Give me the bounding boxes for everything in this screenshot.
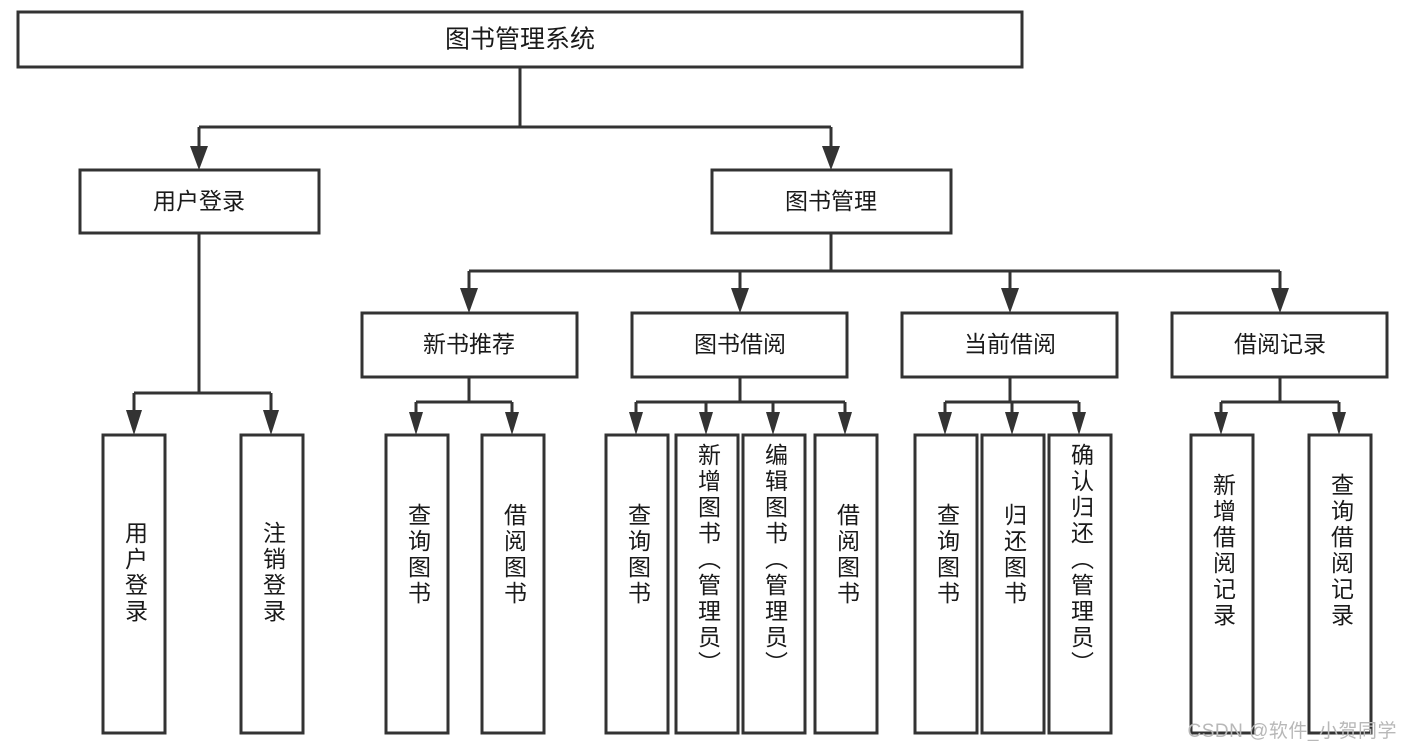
node-leaf-query-book-1-box[interactable]	[384, 433, 450, 735]
arrow-head-icon	[1271, 288, 1289, 313]
node-book-management-label: 图书管理	[785, 188, 877, 214]
arrow-head-icon	[731, 288, 749, 313]
arrow-head-icon	[938, 412, 952, 435]
arrow-head-icon	[822, 146, 840, 170]
nodes-layer: 图书管理系统 用户登录 图书管理 新书推荐 图书借阅 当前借阅 借阅记录	[16, 10, 1389, 735]
arrow-head-icon	[190, 146, 208, 170]
node-new-book-recommend-label: 新书推荐	[423, 331, 515, 357]
arrow-head-icon	[1072, 412, 1086, 435]
node-leaf-query-borrow-record-box[interactable]	[1307, 433, 1373, 735]
node-leaf-borrow-book-2-box[interactable]	[813, 433, 879, 735]
node-leaf-query-book-3-box[interactable]	[913, 433, 979, 735]
node-leaf-return-book-box[interactable]	[980, 433, 1046, 735]
arrow-head-icon	[126, 410, 142, 435]
arrow-head-icon	[699, 412, 713, 435]
arrow-head-icon	[460, 288, 478, 313]
node-book-borrow-box[interactable]	[630, 311, 849, 379]
node-title-label: 图书管理系统	[445, 26, 595, 54]
node-leaf-add-book-admin-box[interactable]	[674, 433, 740, 735]
node-borrow-record-box[interactable]	[1170, 311, 1389, 379]
arrow-head-icon	[263, 410, 279, 435]
node-current-borrow-label: 当前借阅	[964, 331, 1056, 357]
node-current-borrow-box[interactable]	[900, 311, 1119, 379]
arrow-head-icon	[1332, 412, 1346, 435]
arrow-head-icon	[766, 412, 780, 435]
node-leaf-query-book-2-box[interactable]	[604, 433, 670, 735]
node-leaf-borrow-book-1-box[interactable]	[480, 433, 546, 735]
node-title-box[interactable]	[16, 10, 1024, 69]
node-book-management-box[interactable]	[710, 168, 953, 235]
node-user-login-label: 用户登录	[153, 188, 245, 214]
node-new-book-recommend-box[interactable]	[360, 311, 579, 379]
node-book-borrow-label: 图书借阅	[694, 331, 786, 357]
csdn-watermark: CSDN @软件_小贺同学	[1187, 721, 1397, 742]
node-leaf-logout-login-box[interactable]	[239, 433, 305, 735]
node-user-login-box[interactable]	[78, 168, 321, 235]
edges-layer	[126, 67, 1346, 435]
arrow-head-icon	[1214, 412, 1228, 435]
node-leaf-user-login-box[interactable]	[101, 433, 167, 735]
arrow-head-icon	[629, 412, 643, 435]
arrow-head-icon	[838, 412, 852, 435]
arrow-head-icon	[1005, 412, 1019, 435]
node-leaf-edit-book-admin-box[interactable]	[741, 433, 807, 735]
node-leaf-confirm-return-admin-box[interactable]	[1047, 433, 1113, 735]
arrow-head-icon	[505, 412, 519, 435]
arrow-head-icon	[409, 412, 423, 435]
arrow-head-icon	[1001, 288, 1019, 313]
node-leaf-add-borrow-record-box[interactable]	[1189, 433, 1255, 735]
node-borrow-record-label: 借阅记录	[1234, 331, 1326, 357]
